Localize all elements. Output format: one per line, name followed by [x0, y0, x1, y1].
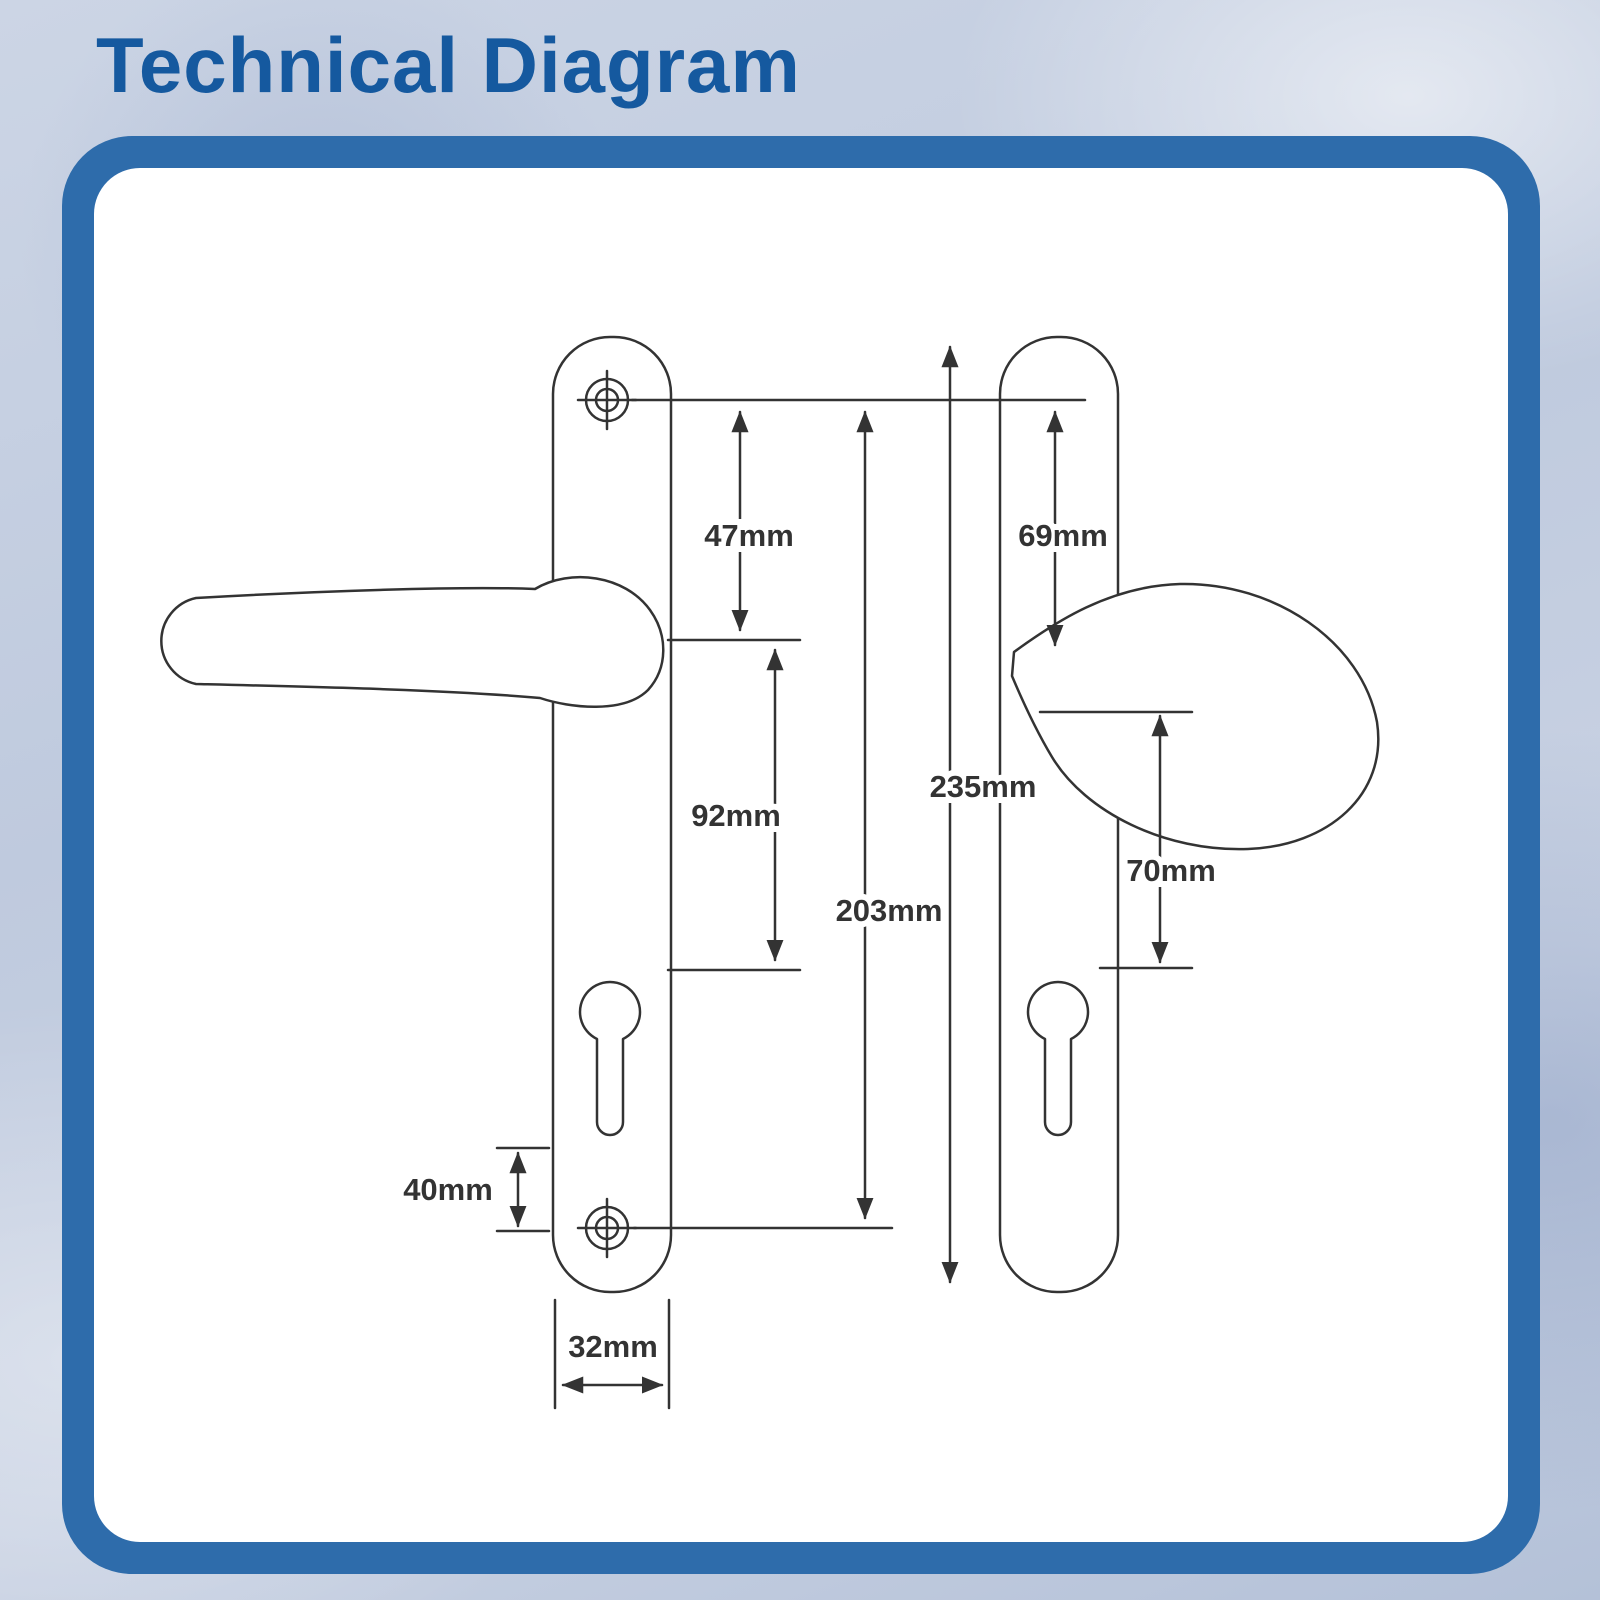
pad-handle [1010, 582, 1380, 851]
right-backplate [998, 335, 1120, 1294]
keyhole-left [578, 980, 642, 1137]
keyhole-right [1026, 980, 1090, 1137]
screw-hole-top [576, 369, 638, 431]
dimension-label-32mm: 32mm [568, 1329, 658, 1364]
screw-hole-bottom [576, 1197, 638, 1259]
diagram-panel [94, 168, 1508, 1542]
left-backplate [551, 335, 673, 1294]
dimension-label-92mm: 92mm [691, 798, 781, 833]
dimension-label-40mm: 40mm [403, 1172, 493, 1207]
dimension-label-203mm: 203mm [836, 893, 943, 928]
dimension-lines [509, 345, 1169, 1394]
dimension-label-70mm: 70mm [1126, 853, 1216, 888]
dimension-label-47mm: 47mm [704, 518, 794, 553]
dimension-label-69mm: 69mm [1018, 518, 1108, 553]
lever-handle [160, 576, 665, 708]
dimension-label-235mm: 235mm [930, 769, 1037, 804]
reference-lines [495, 398, 1194, 1410]
page-title: Technical Diagram [96, 21, 801, 109]
diagram-frame [62, 136, 1540, 1574]
dimension-labels: 47mm 69mm 92mm 235mm 203mm 70mm 40mm 32m… [397, 512, 1222, 1370]
